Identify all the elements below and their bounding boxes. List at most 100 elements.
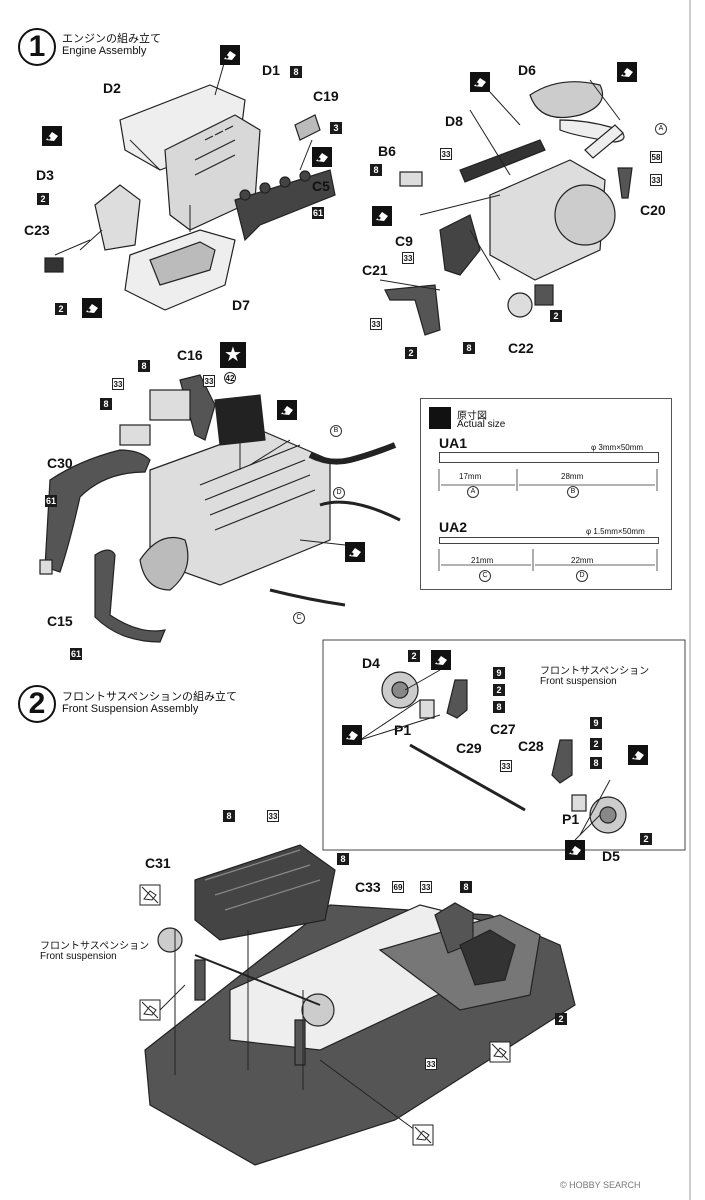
part-d6: D6 (518, 62, 536, 78)
color-42: 42 (224, 372, 236, 384)
ua2-seg1: 21mm (471, 556, 494, 565)
part-d2: D2 (103, 80, 121, 96)
color-2: 2 (555, 1013, 567, 1025)
ua1-name: UA1 (439, 435, 468, 451)
step-1-number: 1 (18, 28, 56, 66)
ua1-seg2: 28mm (561, 472, 584, 481)
color-33: 33 (420, 881, 432, 893)
part-c15: C15 (47, 613, 73, 629)
ua2-seg2: 22mm (571, 556, 594, 565)
color-33: 33 (650, 174, 662, 186)
front-label-en: Front suspension (40, 951, 117, 962)
part-d5: D5 (602, 848, 620, 864)
color-61: 61 (45, 495, 57, 507)
color-8: 8 (100, 398, 112, 410)
part-d7: D7 (232, 297, 250, 313)
part-d1: D1 (262, 62, 280, 78)
color-2: 2 (493, 684, 505, 696)
part-c23: C23 (24, 222, 50, 238)
color-33: 33 (267, 810, 279, 822)
color-33: 33 (440, 148, 452, 160)
part-p1-right: P1 (562, 811, 580, 827)
color-8: 8 (138, 360, 150, 372)
color-8: 8 (290, 66, 302, 78)
color-3: 3 (330, 122, 342, 134)
color-8: 8 (590, 757, 602, 769)
color-33: 33 (425, 1058, 437, 1070)
star-icon: ★ (220, 342, 246, 368)
part-c9: C9 (395, 233, 413, 249)
color-58: 58 (650, 151, 662, 163)
color-9: 9 (493, 667, 505, 679)
color-8: 8 (463, 342, 475, 354)
color-2: 2 (37, 193, 49, 205)
part-c33: C33 (355, 879, 381, 895)
ua2-marker-c: C (479, 570, 491, 582)
color-33: 33 (112, 378, 124, 390)
ua1-spec: φ 3mm×50mm (591, 443, 644, 452)
color-8: 8 (337, 853, 349, 865)
color-2: 2 (408, 650, 420, 662)
step-2-title-jp: フロントサスペンションの組み立て (62, 691, 238, 703)
inset-label-jp: フロントサスペンション (540, 666, 650, 677)
color-33: 33 (370, 318, 382, 330)
inset-label-en: Front suspension (540, 676, 617, 687)
ua1-seg1: 17mm (459, 472, 482, 481)
step-2-title-en: Front Suspension Assembly (62, 703, 199, 715)
actual-size-dimension-lines (438, 469, 658, 571)
color-2: 2 (550, 310, 562, 322)
color-33: 33 (500, 760, 512, 772)
color-8: 8 (460, 881, 472, 893)
ua2-marker-d: D (576, 570, 588, 582)
part-c28: C28 (518, 738, 544, 754)
ua2-name: UA2 (439, 519, 468, 535)
color-33: 33 (402, 252, 414, 264)
marker-b: B (330, 425, 342, 437)
marker-d: D (333, 487, 345, 499)
color-2: 2 (590, 738, 602, 750)
marker-a: A (655, 123, 667, 135)
color-61: 61 (70, 648, 82, 660)
ua1-marker-b: B (567, 486, 579, 498)
actual-size-title-jp: 原寸図 (457, 411, 487, 422)
ua2-spec: φ 1.5mm×50mm (586, 527, 645, 536)
part-c5: C5 (312, 178, 330, 194)
actual-size-icon (429, 407, 451, 429)
part-d4: D4 (362, 655, 380, 671)
part-d3: D3 (36, 167, 54, 183)
part-c27: C27 (490, 721, 516, 737)
watermark: © HOBBY SEARCH (560, 1180, 641, 1190)
color-9: 9 (590, 717, 602, 729)
part-c29: C29 (456, 740, 482, 756)
ua1-marker-a: A (467, 486, 479, 498)
part-c19: C19 (313, 88, 339, 104)
actual-size-box: 原寸図 Actual size UA1 φ 3mm×50mm 17mm 28mm… (420, 398, 672, 590)
color-2: 2 (55, 303, 67, 315)
step-1-title-jp: エンジンの組み立て (62, 33, 161, 45)
color-8: 8 (493, 701, 505, 713)
front-label-jp: フロントサスペンション (40, 941, 150, 952)
part-b6: B6 (378, 143, 396, 159)
color-2: 2 (640, 833, 652, 845)
part-c30: C30 (47, 455, 73, 471)
step-2-number: 2 (18, 685, 56, 723)
color-61: 61 (312, 207, 324, 219)
part-c21: C21 (362, 262, 388, 278)
part-c20: C20 (640, 202, 666, 218)
color-33: 33 (203, 375, 215, 387)
color-8: 8 (223, 810, 235, 822)
actual-size-title-en: Actual size (457, 419, 506, 430)
color-8: 8 (370, 164, 382, 176)
ua1-bar (439, 452, 659, 463)
part-c16: C16 (177, 347, 203, 363)
step-1-title-en: Engine Assembly (62, 45, 147, 57)
part-d8: D8 (445, 113, 463, 129)
marker-c: C (293, 612, 305, 624)
part-p1-left: P1 (394, 722, 412, 738)
color-69: 69 (392, 881, 404, 893)
part-c31: C31 (145, 855, 171, 871)
part-c22: C22 (508, 340, 534, 356)
color-2: 2 (405, 347, 417, 359)
ua2-bar (439, 537, 659, 544)
